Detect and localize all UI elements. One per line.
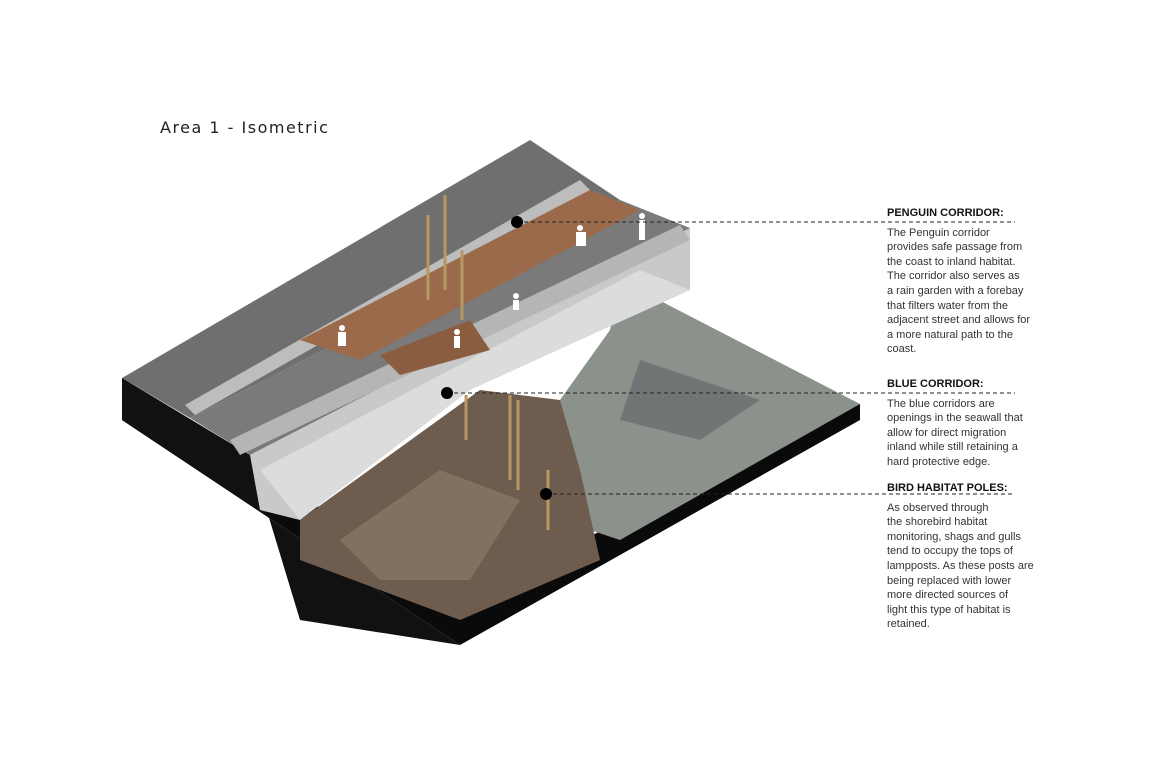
callout-bird-habitat-poles: BIRD HABITAT POLES: As observed through … [887,481,1034,632]
callout-blue-corridor: BLUE CORRIDOR: The blue corridors are op… [887,377,1023,470]
ground-side-left [122,378,460,645]
callout-line: The blue corridors are [887,397,995,410]
callout-dot-blue [441,387,453,399]
callout-line: The Penguin corridor [887,226,990,239]
callout-line: The corridor also serves as [887,270,1020,283]
callout-dot-penguin [511,216,523,228]
callout-line: monitoring, shags and gulls [887,530,1021,543]
callout-line: a more natural path to the [887,328,1013,341]
callout-line: As observed through [887,501,989,514]
callout-line: hard protective edge. [887,455,991,468]
callout-dot-poles [540,488,552,500]
callout-line: a rain garden with a forebay [887,284,1024,297]
callout-line: the shorebird habitat [887,516,988,529]
callout-line: adjacent street and allows for [887,314,1031,327]
cyclist-figure [338,325,346,346]
seawall-steps [260,270,690,520]
callout-line: more directed sources of [887,589,1009,602]
callout-line: the coast to inland habitat. [887,255,1016,268]
person-figure [454,329,460,348]
person-figure [639,213,645,240]
callout-line: inland while still retaining a [887,441,1018,454]
person-figure [513,293,519,310]
people-figures [338,213,645,348]
lower-promenade [190,200,690,455]
road-surface [122,140,620,418]
page-title: Area 1 - Isometric [160,118,330,137]
callout-leaders [447,221,1015,495]
person-figure [576,225,586,246]
callout-line: provides safe passage from [887,241,1023,254]
callout-line: retained. [887,618,930,631]
callout-line: lampposts. As these posts are [887,559,1034,572]
callout-heading: BLUE CORRIDOR: [887,378,984,390]
callout-line: being replaced with lower [887,574,1012,587]
callout-heading: PENGUIN CORRIDOR: [887,207,1004,219]
boardwalk-deck [300,190,640,360]
water-dark [620,360,760,440]
callout-line: that filters water from the [887,299,1009,312]
callout-line: openings in the seawall that [887,412,1023,425]
rock-highlight [340,470,520,580]
habitat-poles [426,195,550,530]
callout-line: allow for direct migration [887,426,1007,439]
callout-line: tend to occupy the tops of [887,545,1013,558]
callout-line: light this type of habitat is [887,603,1011,616]
corridor-bridge [380,320,490,375]
callout-line: coast. [887,343,917,356]
callout-penguin-corridor: PENGUIN CORRIDOR: The Penguin corridor p… [887,206,1030,357]
callout-heading: BIRD HABITAT POLES: [887,482,1008,494]
